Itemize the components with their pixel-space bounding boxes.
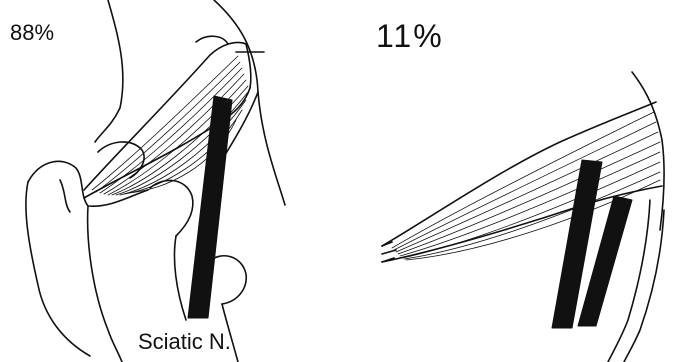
left-panel-drawing: [26, 0, 285, 362]
sciatic-nerve-label: Sciatic N.: [138, 331, 231, 353]
left-percentage-label: 88%: [10, 22, 54, 44]
right-percentage-label: 11%: [376, 20, 444, 52]
pelvis-outline: [95, 0, 123, 142]
femur-outline: [28, 161, 148, 206]
sciatic-nerve-left: [188, 96, 232, 318]
